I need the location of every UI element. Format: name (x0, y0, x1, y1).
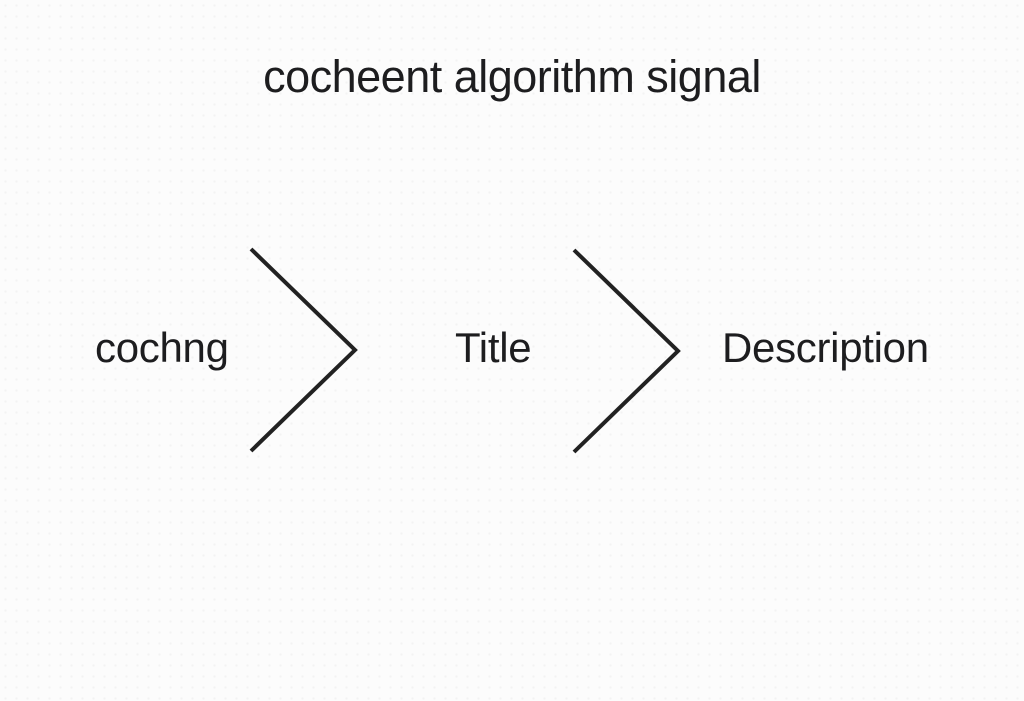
flow-step-label-3: Description (722, 324, 929, 372)
chevron-right-icon (249, 247, 358, 453)
diagram-title: cocheent algorithm signal (263, 51, 761, 102)
flow-step-label-1: cochng (95, 324, 229, 372)
chevron-right-icon (572, 248, 681, 454)
flow-step-label-2: Title (455, 324, 532, 372)
